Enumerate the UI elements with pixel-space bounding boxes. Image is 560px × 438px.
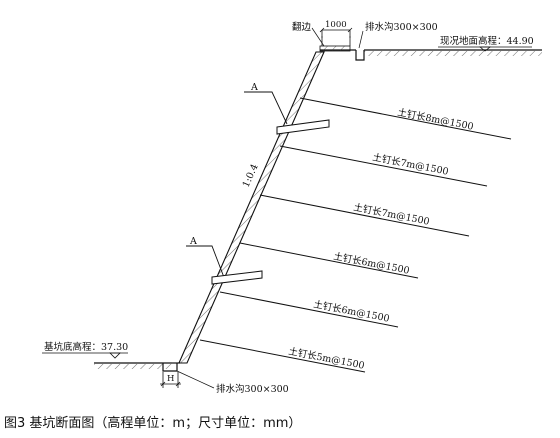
berm-width-label: 1000 <box>325 20 347 30</box>
bottom-elevation-marker <box>42 352 128 359</box>
nail-label-6: 土钉长5m@1500 <box>287 345 365 372</box>
ground-elevation-label: 现况地面高程：44.90 <box>440 35 534 47</box>
bottom-drain <box>162 363 178 372</box>
nail-label-1: 土钉长8m@1500 <box>396 106 474 133</box>
top-ground <box>320 49 542 56</box>
nail-label-4: 土钉长6m@1500 <box>332 250 410 277</box>
section-a-bottom <box>186 245 263 285</box>
section-a-bottom-label: A <box>189 236 197 247</box>
section-a-top <box>244 91 330 135</box>
drain-width-label: H <box>167 374 174 384</box>
nail-line-4 <box>239 242 419 279</box>
nail-line-5 <box>219 291 399 328</box>
figure-caption: 图3 基坑断面图（高程单位：m；尺寸单位：mm） <box>4 416 302 431</box>
berm-dimension <box>319 27 353 46</box>
nail-line-6 <box>199 339 366 373</box>
nail-label-3: 土钉长7m@1500 <box>352 201 430 228</box>
drain-dimension <box>160 372 181 388</box>
soil-nails <box>199 97 512 373</box>
top-drain-label: 排水沟300×300 <box>365 21 438 33</box>
pit-bottom-elevation-label: 基坑底高程：37.30 <box>44 341 128 353</box>
nail-line-1 <box>299 97 512 140</box>
berm-label: 翻边 <box>292 22 312 33</box>
bottom-drain-label: 排水沟300×300 <box>216 383 289 395</box>
section-a-top-label: A <box>250 82 258 93</box>
berm <box>319 45 351 52</box>
nail-label-2: 土钉长7m@1500 <box>371 151 449 178</box>
ground-elevation-marker <box>438 46 532 52</box>
nail-line-3 <box>259 194 470 237</box>
bottom-ground <box>94 362 180 369</box>
nail-line-2 <box>279 145 488 187</box>
pit-section-diagram: 翻边 1000 排水沟300×300 现况地面高程：44.90 A A 1:0.… <box>42 20 542 395</box>
top-drain <box>355 50 365 61</box>
nail-label-5: 土钉长6m@1500 <box>312 298 390 325</box>
